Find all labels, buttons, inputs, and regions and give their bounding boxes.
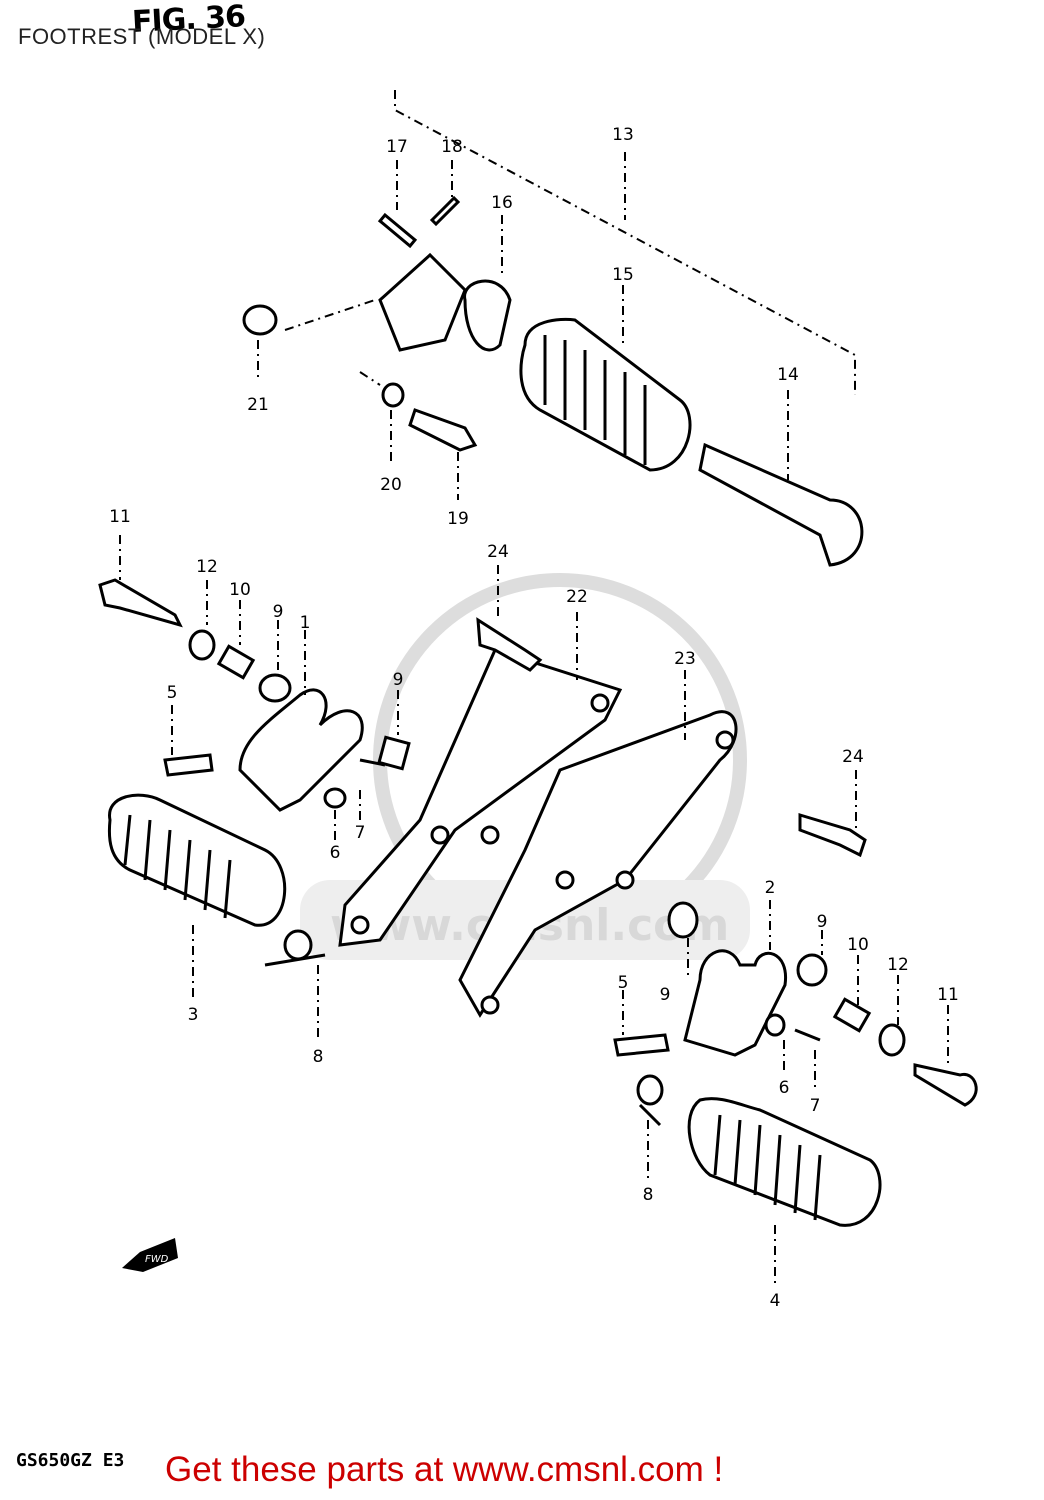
part-22-plate bbox=[338, 648, 623, 947]
callout-18: 18 bbox=[441, 137, 463, 157]
callout-6-right: 6 bbox=[779, 1078, 790, 1098]
callout-9-d: 9 bbox=[817, 912, 828, 932]
callout-5-left: 5 bbox=[167, 683, 178, 703]
callout-24-b: 24 bbox=[842, 747, 864, 767]
callout-11-left: 11 bbox=[109, 507, 131, 527]
part-2-bracket bbox=[683, 949, 788, 1057]
callout-11-right: 11 bbox=[937, 985, 959, 1005]
callout-2: 2 bbox=[765, 878, 776, 898]
model-code: GS650GZ E3 bbox=[16, 1450, 125, 1471]
callout-10-right: 10 bbox=[847, 935, 869, 955]
callout-9-b: 9 bbox=[393, 670, 404, 690]
callout-1: 1 bbox=[300, 613, 311, 633]
part-11-bolt bbox=[98, 578, 183, 628]
part-3-rubber bbox=[107, 793, 287, 927]
upper-footrest-assembly bbox=[242, 90, 864, 567]
callout-17: 17 bbox=[386, 137, 408, 157]
part-4-rubber bbox=[687, 1097, 882, 1227]
callout-7-left: 7 bbox=[355, 823, 366, 843]
callout-12-right: 12 bbox=[887, 955, 909, 975]
callout-20: 20 bbox=[380, 475, 402, 495]
callout-16: 16 bbox=[491, 193, 513, 213]
parts-link-banner[interactable]: Get these parts at www.cmsnl.com ! bbox=[165, 1450, 724, 1489]
callout-14: 14 bbox=[777, 365, 799, 385]
callout-3: 3 bbox=[188, 1005, 199, 1025]
callout-8-right: 8 bbox=[643, 1185, 654, 1205]
fwd-arrow: FWD bbox=[122, 1238, 178, 1272]
callout-23: 23 bbox=[674, 649, 696, 669]
callout-12-left: 12 bbox=[196, 557, 218, 577]
footrest-plates bbox=[338, 565, 867, 1018]
part-16-plate bbox=[463, 279, 512, 352]
figure-title: FOOTREST (MODEL X) bbox=[18, 24, 266, 49]
callout-5-right: 5 bbox=[618, 973, 629, 993]
part-1-bracket bbox=[238, 688, 364, 812]
callout-8-left: 8 bbox=[313, 1047, 324, 1067]
callout-6-left: 6 bbox=[330, 843, 341, 863]
part-bracket bbox=[378, 252, 467, 352]
callout-9-c: 9 bbox=[660, 985, 671, 1005]
callout-4: 4 bbox=[770, 1291, 781, 1311]
part-14-pin bbox=[698, 442, 864, 567]
callout-10-left: 10 bbox=[229, 580, 251, 600]
left-footrest-assembly bbox=[98, 535, 411, 1040]
callout-24-a: 24 bbox=[487, 542, 509, 562]
callout-15: 15 bbox=[612, 265, 634, 285]
callout-9-a: 9 bbox=[273, 602, 284, 622]
callout-labels: 1 2 3 4 5 5 6 6 7 7 8 8 9 9 9 9 10 10 11… bbox=[109, 125, 959, 1311]
fwd-label: FWD bbox=[145, 1254, 169, 1265]
callout-22: 22 bbox=[566, 587, 588, 607]
callout-7-right: 7 bbox=[810, 1096, 821, 1116]
part-21-nut bbox=[242, 304, 278, 336]
callout-13: 13 bbox=[612, 125, 634, 145]
callout-21: 21 bbox=[247, 395, 269, 415]
part-11-bolt-right bbox=[913, 1063, 978, 1107]
callout-19: 19 bbox=[447, 509, 469, 529]
right-footrest-assembly bbox=[613, 900, 978, 1285]
